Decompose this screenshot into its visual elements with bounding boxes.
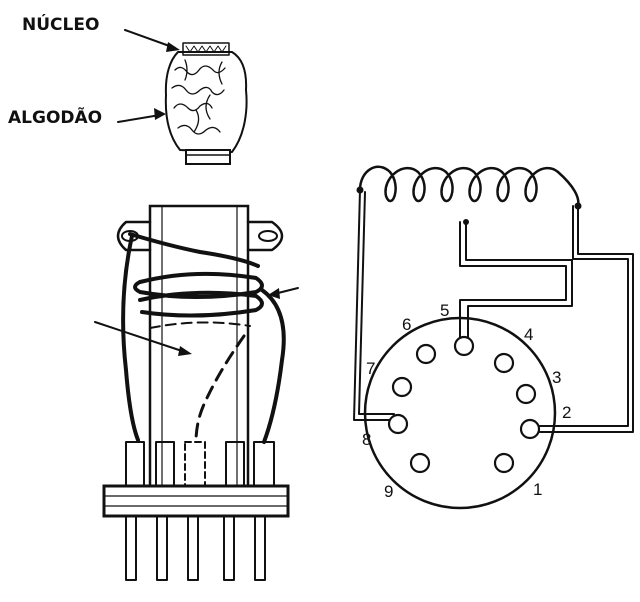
core-cotton-assembly: NÚCLEO ALGODÃO [8, 13, 248, 165]
pin-4 [493, 352, 515, 374]
socket-pins [387, 335, 541, 474]
pin-3 [515, 383, 537, 405]
arrow-to-cotton [117, 108, 166, 123]
pin-number-4: 4 [524, 325, 533, 344]
wiring [353, 189, 634, 433]
pin-8 [387, 413, 409, 435]
wire-lead-dashed [194, 334, 246, 444]
pin-9 [409, 452, 431, 474]
cotton-blob [164, 51, 248, 153]
pin-number-9: 9 [384, 482, 393, 501]
schematic-coil [358, 165, 580, 208]
coil-schematic: 1 2 3 4 5 6 7 8 9 [353, 165, 634, 510]
pin-number-7: 7 [366, 359, 375, 378]
arrow-to-core [124, 29, 180, 52]
coil-windings [128, 232, 264, 329]
base-pins [125, 515, 266, 581]
mounting-flange [116, 220, 284, 252]
pin-2 [519, 418, 541, 440]
pin-1 [493, 452, 515, 474]
pin-numbers: 1 2 3 4 5 6 7 8 9 [362, 301, 571, 501]
pin-number-5: 5 [440, 301, 449, 320]
arrow-inner [94, 321, 192, 356]
core-bottom [185, 149, 231, 165]
pin-5 [453, 335, 475, 357]
wire-lead-left [121, 234, 140, 442]
core-top [182, 42, 230, 56]
pin-number-8: 8 [362, 430, 371, 449]
wire-lead-right [260, 288, 286, 444]
pin-number-6: 6 [402, 315, 411, 334]
pin-7 [391, 376, 413, 398]
pin-number-2: 2 [562, 403, 571, 422]
pin-number-3: 3 [552, 368, 561, 387]
label-algodao: ALGODÃO [8, 105, 102, 128]
pin-number-1: 1 [533, 480, 542, 499]
pin-6 [415, 343, 437, 365]
socket-base [102, 484, 290, 518]
coil-tube [148, 204, 250, 490]
coil-form-assembly [94, 204, 299, 581]
arrow-right-lead [268, 287, 299, 299]
cotton-texture [171, 59, 226, 135]
label-nucleo: NÚCLEO [22, 13, 99, 35]
